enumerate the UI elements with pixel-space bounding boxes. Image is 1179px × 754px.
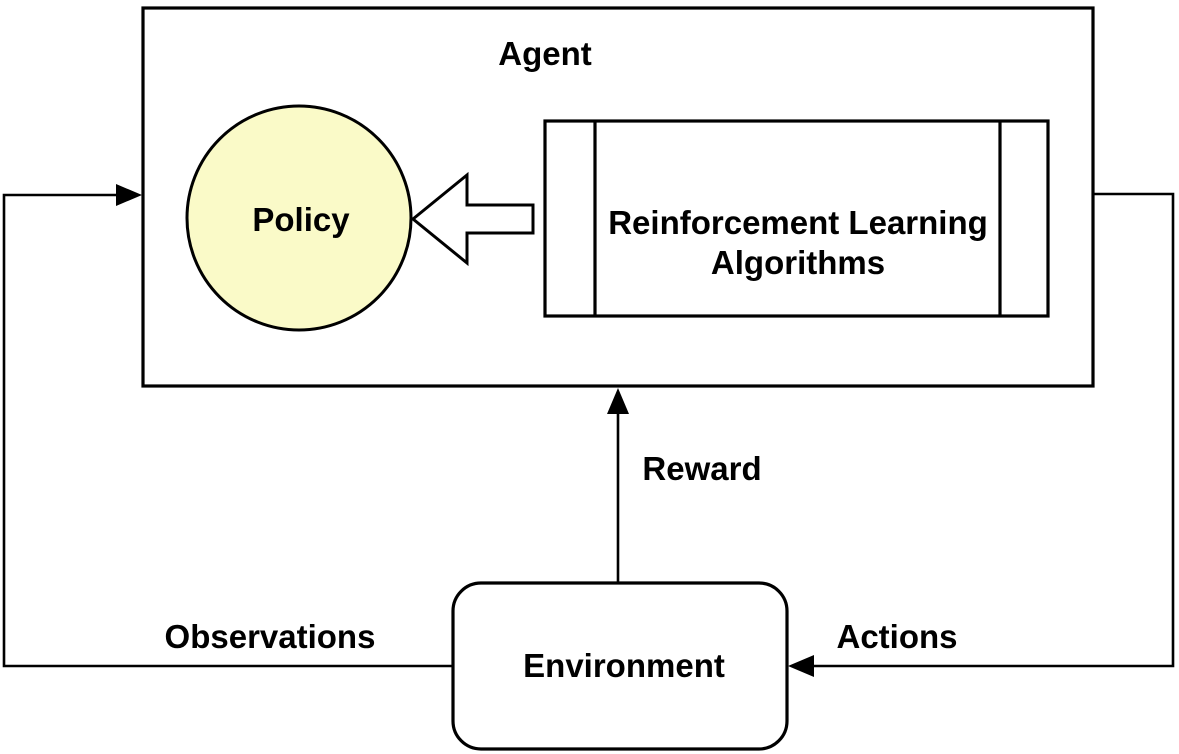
- actions-label: Actions: [836, 618, 958, 655]
- environment-label: Environment: [523, 647, 725, 684]
- agent-label: Agent: [498, 35, 592, 72]
- rl-algorithms-label: Reinforcement Learning Algorithms: [608, 203, 988, 283]
- observations-connector: [2, 193, 453, 668]
- block-arrow-icon: [410, 171, 535, 267]
- observations-arrowhead-icon: [116, 184, 142, 206]
- observations-label: Observations: [164, 618, 376, 655]
- rl-algorithms-box: [543, 119, 1050, 318]
- environment-box: [451, 581, 789, 751]
- policy-circle: [185, 104, 413, 332]
- reward-label: Reward: [642, 450, 762, 487]
- policy-label: Policy: [252, 201, 350, 238]
- rl-algorithms-label-line2: Algorithms: [710, 244, 886, 281]
- actions-connector: [810, 192, 1175, 668]
- reward-arrowhead-icon: [607, 388, 629, 414]
- actions-arrowhead-icon: [788, 655, 814, 677]
- rl-algorithms-label-line1: Reinforcement Learning: [608, 204, 988, 241]
